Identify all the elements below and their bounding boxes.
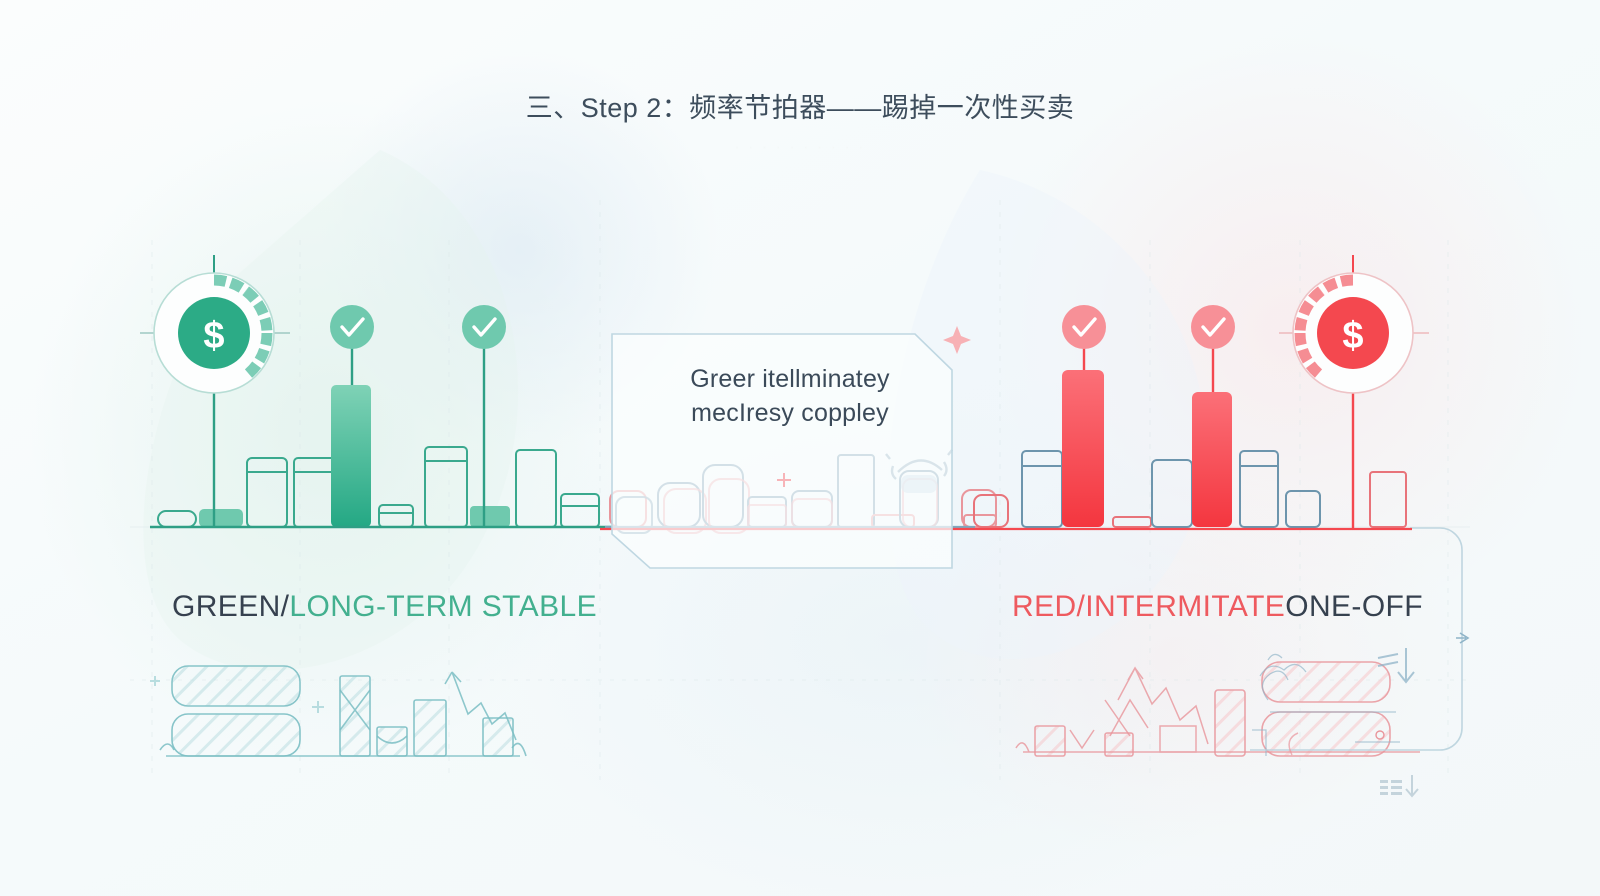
decor-right [1034,661,1391,757]
bar-green-1 [157,510,197,528]
marker-check-red-1 [1062,305,1106,349]
bar-red-outline-1 [1021,450,1063,528]
badge-red-dollar: $ [1279,255,1429,394]
bar-red-outline-5 [1285,490,1321,528]
decor-left-lines [159,671,527,757]
legend-red-prefix: RED/INTERMITATE [1012,590,1286,623]
right-panel-outline [1250,527,1463,751]
bar-green-7 [470,506,510,527]
sparkle-icon [943,326,971,354]
callout-line-2: mecIresy coppley [691,399,889,427]
bar-red-hero-2 [1192,392,1232,527]
callout-panel [611,333,953,569]
panel-arrow-icon [1456,632,1470,644]
callout-text: Greer itellminatey mecIresy coppley [640,362,940,430]
decor-arrow-marks [1377,648,1415,684]
bar-green-2 [199,509,243,527]
bar-red-hero-1 [1062,370,1104,527]
bar-red-outline-2 [1112,516,1152,528]
bar-green-6 [424,446,468,528]
legend-green-prefix: GREEN/ [172,590,290,623]
plus-icon [777,473,791,487]
bar-green-9 [560,493,600,528]
legend-red-value: ONE-OFF [1285,590,1424,623]
legend-red: RED/INTERMITATEONE-OFF [1012,590,1423,624]
plus-icon-small [150,676,324,713]
bar-green-5 [378,504,414,528]
bar-red-outline-3 [1151,459,1193,528]
svg-text:$: $ [203,315,224,357]
marker-check-green-2 [462,305,506,349]
bar-green-hero [331,385,371,527]
bar-red-outline-4 [1239,450,1279,528]
svg-text:$: $ [1342,315,1363,357]
bar-green-3 [246,457,288,528]
bar-red-outline-6 [1369,471,1407,528]
marker-check-red-2 [1191,305,1235,349]
legend-green: GREEN/LONG-TERM STABLE [172,590,597,624]
badge-green-dollar: $ [140,255,290,394]
decor-right-sketch [1252,653,1400,756]
bar-green-4 [293,457,337,528]
legend-green-value: LONG-TERM STABLE [289,590,597,623]
decor-dot [1375,730,1385,740]
list-download-icon [1380,775,1419,798]
callout-line-1: Greer itellminatey [690,365,890,393]
marker-check-green-1 [330,305,374,349]
decor-right-lines [1015,666,1420,753]
red-bars [973,370,1407,528]
bar-green-8 [515,449,557,528]
green-bars [157,385,600,528]
bar-red-outline-0 [973,494,1009,528]
decor-left [171,665,514,757]
